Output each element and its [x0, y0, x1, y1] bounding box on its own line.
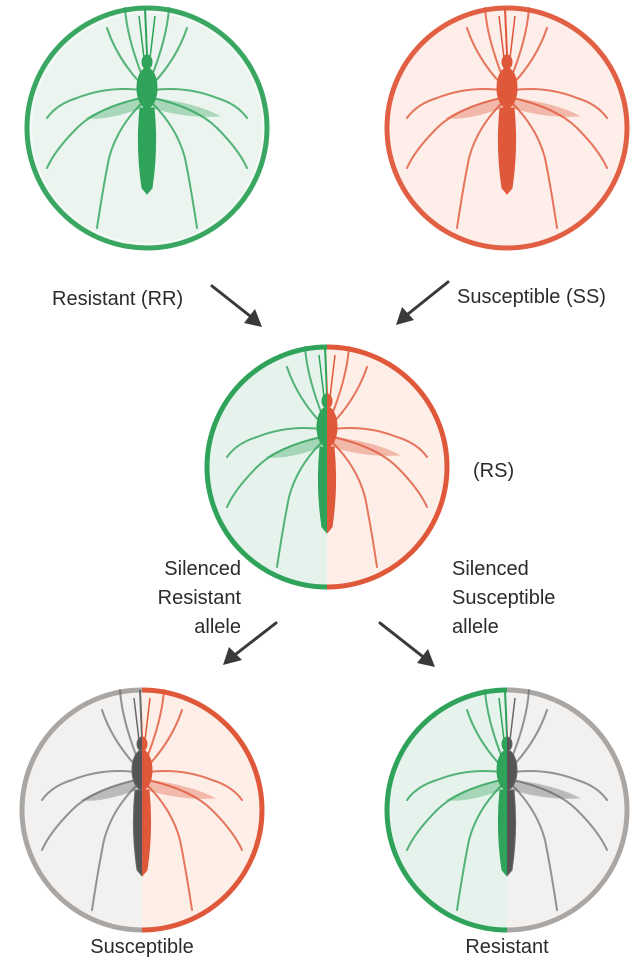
label-silenced-resistant: Silenced Resistant allele [96, 555, 241, 642]
label-outcome-susceptible: Susceptible [62, 934, 222, 960]
label-silenced-susceptible: Silenced Susceptible allele [452, 555, 612, 642]
circle-outcome-resistant [387, 690, 627, 930]
arrow-ss-to-rs [396, 282, 448, 325]
arrow-rs-to-resistant [380, 623, 435, 667]
label-resistant-rr: Resistant (RR) [52, 286, 183, 312]
label-susceptible-ss: Susceptible (SS) [457, 284, 606, 310]
circle-susceptible-ss [387, 8, 627, 248]
circle-heterozygote-rs [207, 347, 447, 587]
circle-outcome-susceptible [22, 690, 262, 930]
label-heterozygote-rs: (RS) [473, 458, 514, 484]
label-outcome-resistant: Resistant [432, 934, 582, 960]
circle-resistant-rr [27, 8, 267, 248]
arrow-rr-to-rs [212, 286, 262, 327]
